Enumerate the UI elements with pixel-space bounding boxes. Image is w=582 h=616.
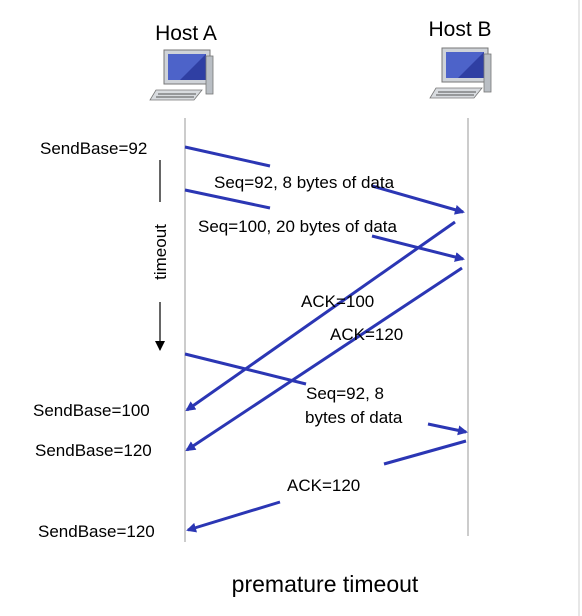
- seq100-label: Seq=100, 20 bytes of data: [198, 217, 398, 236]
- ack100-arrow: [185, 220, 456, 412]
- host-a-label: Host A: [155, 22, 217, 45]
- sendbase-final-label: SendBase=120: [38, 522, 155, 541]
- ack120-label: ACK=120: [330, 325, 403, 344]
- host-b-label: Host B: [428, 18, 491, 41]
- ack120-arrow: [185, 266, 463, 452]
- final-ack120-label: ACK=120: [287, 476, 360, 495]
- retransmit-arrow-part1: [184, 352, 307, 386]
- seq92-arrow-part1: [184, 145, 271, 168]
- sendbase-initial-label: SendBase=92: [40, 139, 147, 158]
- retransmit-arrow-part2: [427, 422, 468, 436]
- seq100-arrow-part1: [184, 188, 271, 210]
- final-ack120-arrow-part1: [383, 439, 467, 466]
- diagram-caption: premature timeout: [232, 571, 419, 597]
- seq92-arrow-part2: [371, 184, 465, 215]
- ack100-label: ACK=100: [301, 292, 374, 311]
- host-b-computer-icon: [429, 47, 492, 99]
- host-a-computer-icon: [149, 49, 214, 101]
- retransmit-label-line1: Seq=92, 8: [306, 384, 384, 403]
- seq92-label: Seq=92, 8 bytes of data: [214, 173, 395, 192]
- retransmit-label-line2: bytes of data: [305, 408, 403, 427]
- timeout-label: timeout: [151, 224, 170, 280]
- sendbase-after-ack100-label: SendBase=100: [33, 401, 150, 420]
- sendbase-after-ack120-label: SendBase=120: [35, 441, 152, 460]
- final-ack120-arrow-part2: [186, 500, 281, 533]
